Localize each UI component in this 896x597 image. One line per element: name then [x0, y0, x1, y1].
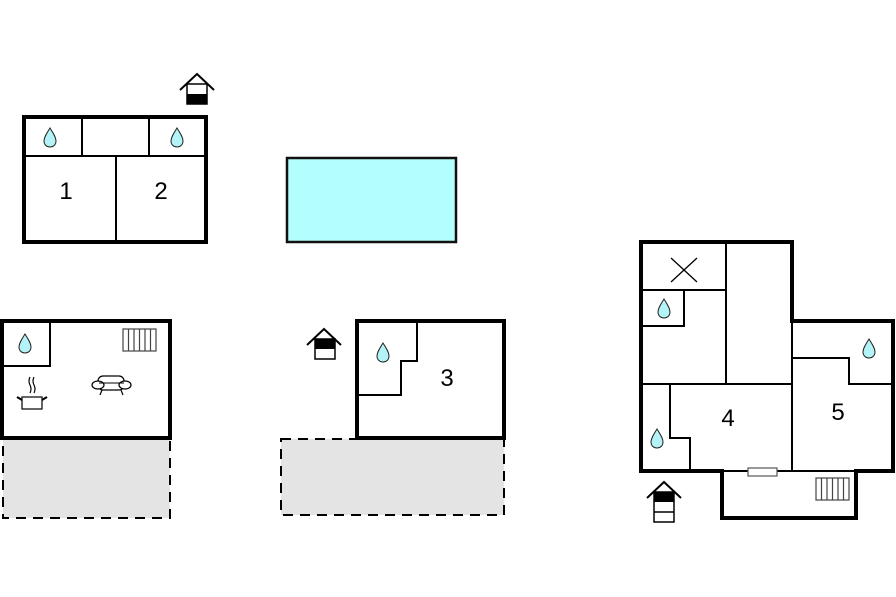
utility-x-icon: [670, 257, 698, 283]
pool: [285, 156, 458, 244]
room-5-label: 5: [831, 399, 844, 426]
entrance-icon: [646, 480, 682, 523]
annex-room-3-building: 3: [280, 319, 506, 516]
water-drop-icon: [18, 333, 32, 354]
room-3-label: 3: [440, 365, 453, 392]
annex-bedrooms-building: 1 2: [22, 72, 215, 244]
living-annex-building: [0, 319, 172, 519]
kitchen-icon: [16, 376, 48, 410]
water-drop-icon: [657, 298, 671, 319]
water-drop-icon: [43, 127, 57, 148]
room-3-outer-wall: [355, 319, 506, 440]
water-drop-icon: [376, 342, 390, 363]
terrace-area: [280, 438, 505, 516]
entrance-icon: [306, 327, 342, 360]
living-outer-wall: [0, 319, 172, 440]
sofa-icon: [91, 375, 132, 396]
room-1-label: 1: [59, 178, 72, 205]
water-drop-icon: [170, 127, 184, 148]
radiator-icon: [122, 328, 157, 352]
main-house-outer-wall: [639, 240, 895, 520]
terrace-area: [2, 437, 171, 519]
main-house-building: 4 5: [639, 240, 895, 523]
room-2-label: 2: [154, 178, 167, 205]
entrance-icon: [179, 72, 215, 105]
window-icon: [747, 467, 778, 477]
room-4-label: 4: [721, 405, 734, 432]
radiator-icon: [815, 477, 850, 501]
pool-area: [285, 156, 458, 244]
water-drop-icon: [862, 338, 876, 359]
water-drop-icon: [650, 428, 664, 449]
